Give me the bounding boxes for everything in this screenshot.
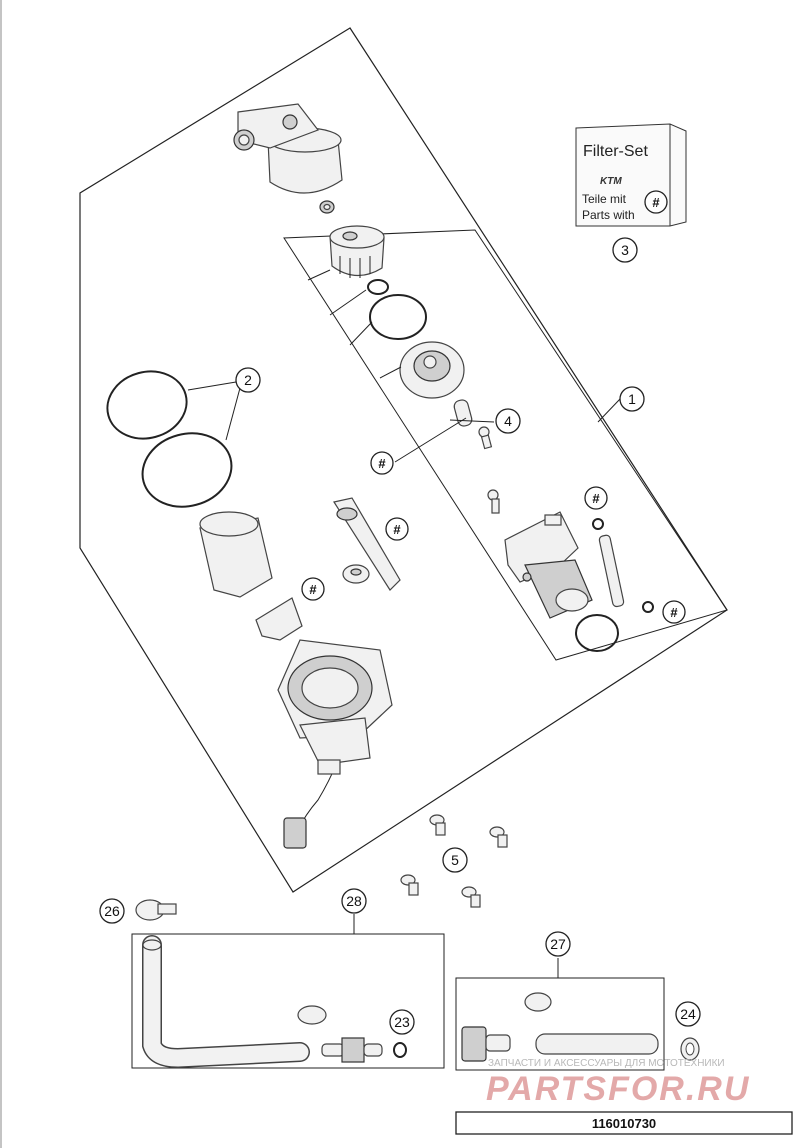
callout-28: 28 (341, 888, 367, 914)
callout-24: 24 (675, 1001, 701, 1027)
leader-lines (187, 269, 621, 978)
pump-screw (487, 489, 500, 514)
retaining-plate (333, 497, 401, 591)
holder (255, 597, 303, 641)
fuel-filter (329, 225, 385, 278)
hash-marker: # (584, 486, 608, 510)
pump-o-ring (575, 614, 619, 652)
filter-set-box: Filter-Set KTM Teile mit Parts with # (575, 123, 687, 227)
screw-5d (461, 886, 481, 908)
callout-1: 1 (619, 386, 645, 412)
large-o-ring (369, 294, 427, 340)
fuel-hose-straight (535, 1033, 659, 1055)
fuel-pump (504, 511, 593, 619)
callout-27-label: 27 (550, 936, 566, 952)
pump-lid (399, 341, 465, 399)
watermark: ЗАПЧАСТИ И АКСЕССУАРЫ ДЛЯ МОТОТЕХНИКИ PA… (486, 1058, 750, 1108)
filter-housing-top (233, 103, 343, 194)
watermark-tagline: ЗАПЧАСТИ И АКСЕССУАРЫ ДЛЯ МОТОТЕХНИКИ (488, 1058, 725, 1069)
filter-set-line1: Teile mit (582, 192, 627, 206)
callout-28-label: 28 (346, 893, 362, 909)
svg-text:#: # (393, 522, 401, 537)
callout-1-label: 1 (628, 391, 636, 407)
gasket-ring-upper (106, 370, 188, 440)
small-o-ring (367, 279, 389, 295)
assembly-outline (79, 27, 728, 893)
quick-connector-27 (461, 1026, 511, 1062)
filter-set-hash-label: # (652, 195, 660, 210)
hash-marker: # (385, 517, 409, 541)
callout-3-label: 3 (621, 242, 629, 258)
hose-clamp-26 (135, 899, 177, 921)
washer-lower (642, 601, 654, 613)
quick-connector-28 (321, 1037, 383, 1063)
callout-3: 3 (612, 237, 638, 263)
fuel-hose-bent (142, 935, 310, 1069)
callout-23-label: 23 (394, 1014, 410, 1030)
part-number-box: 116010730 (455, 1111, 793, 1135)
screw-4 (478, 426, 493, 450)
hose-clamp-27 (524, 992, 552, 1012)
fuel-tube (598, 534, 625, 608)
connector-cable (283, 759, 341, 849)
callout-23: 23 (389, 1009, 415, 1035)
callout-2-label: 2 (244, 372, 252, 388)
callout-2: 2 (235, 367, 261, 393)
filter-set-line2: Parts with (582, 208, 635, 222)
callout-24-label: 24 (680, 1006, 696, 1022)
spring (319, 200, 335, 214)
ktm-logo: KTM (600, 176, 622, 187)
screw-5c (400, 874, 419, 896)
hash-marker: # (662, 600, 686, 624)
callout-26-label: 26 (104, 903, 120, 919)
hose-clamp-28 (297, 1005, 327, 1025)
gasket-ring-lower (141, 432, 233, 508)
hose-kit-box-28 (131, 933, 445, 1069)
screw-5b (489, 826, 508, 848)
part-number: 116010730 (592, 1116, 656, 1131)
callout-4-label: 4 (504, 413, 512, 429)
svg-text:#: # (378, 456, 386, 471)
o-ring-23 (393, 1042, 407, 1058)
hash-marker: # (301, 577, 325, 601)
sleeve (453, 399, 473, 427)
svg-text:#: # (309, 582, 317, 597)
hose-kit-box-27 (455, 977, 665, 1071)
filter-set-title: Filter-Set (583, 143, 648, 160)
pump-flange (277, 639, 393, 766)
hose-clamp-24 (680, 1037, 700, 1061)
callout-26: 26 (99, 898, 125, 924)
washer (592, 518, 604, 530)
callout-5-label: 5 (451, 852, 459, 868)
pump-group-outline (283, 229, 728, 661)
watermark-site: PARTSFOR.RU (486, 1070, 750, 1108)
pump-sleeve (199, 511, 273, 598)
callout-4: 4 (495, 408, 521, 434)
filter-set-hash-marker (644, 190, 668, 214)
hash-marker: # (370, 451, 394, 475)
svg-text:#: # (592, 491, 600, 506)
clip (342, 564, 370, 584)
callout-5: 5 (442, 847, 468, 873)
svg-text:#: # (670, 605, 678, 620)
screw-5a (429, 814, 446, 836)
callout-27: 27 (545, 931, 571, 957)
